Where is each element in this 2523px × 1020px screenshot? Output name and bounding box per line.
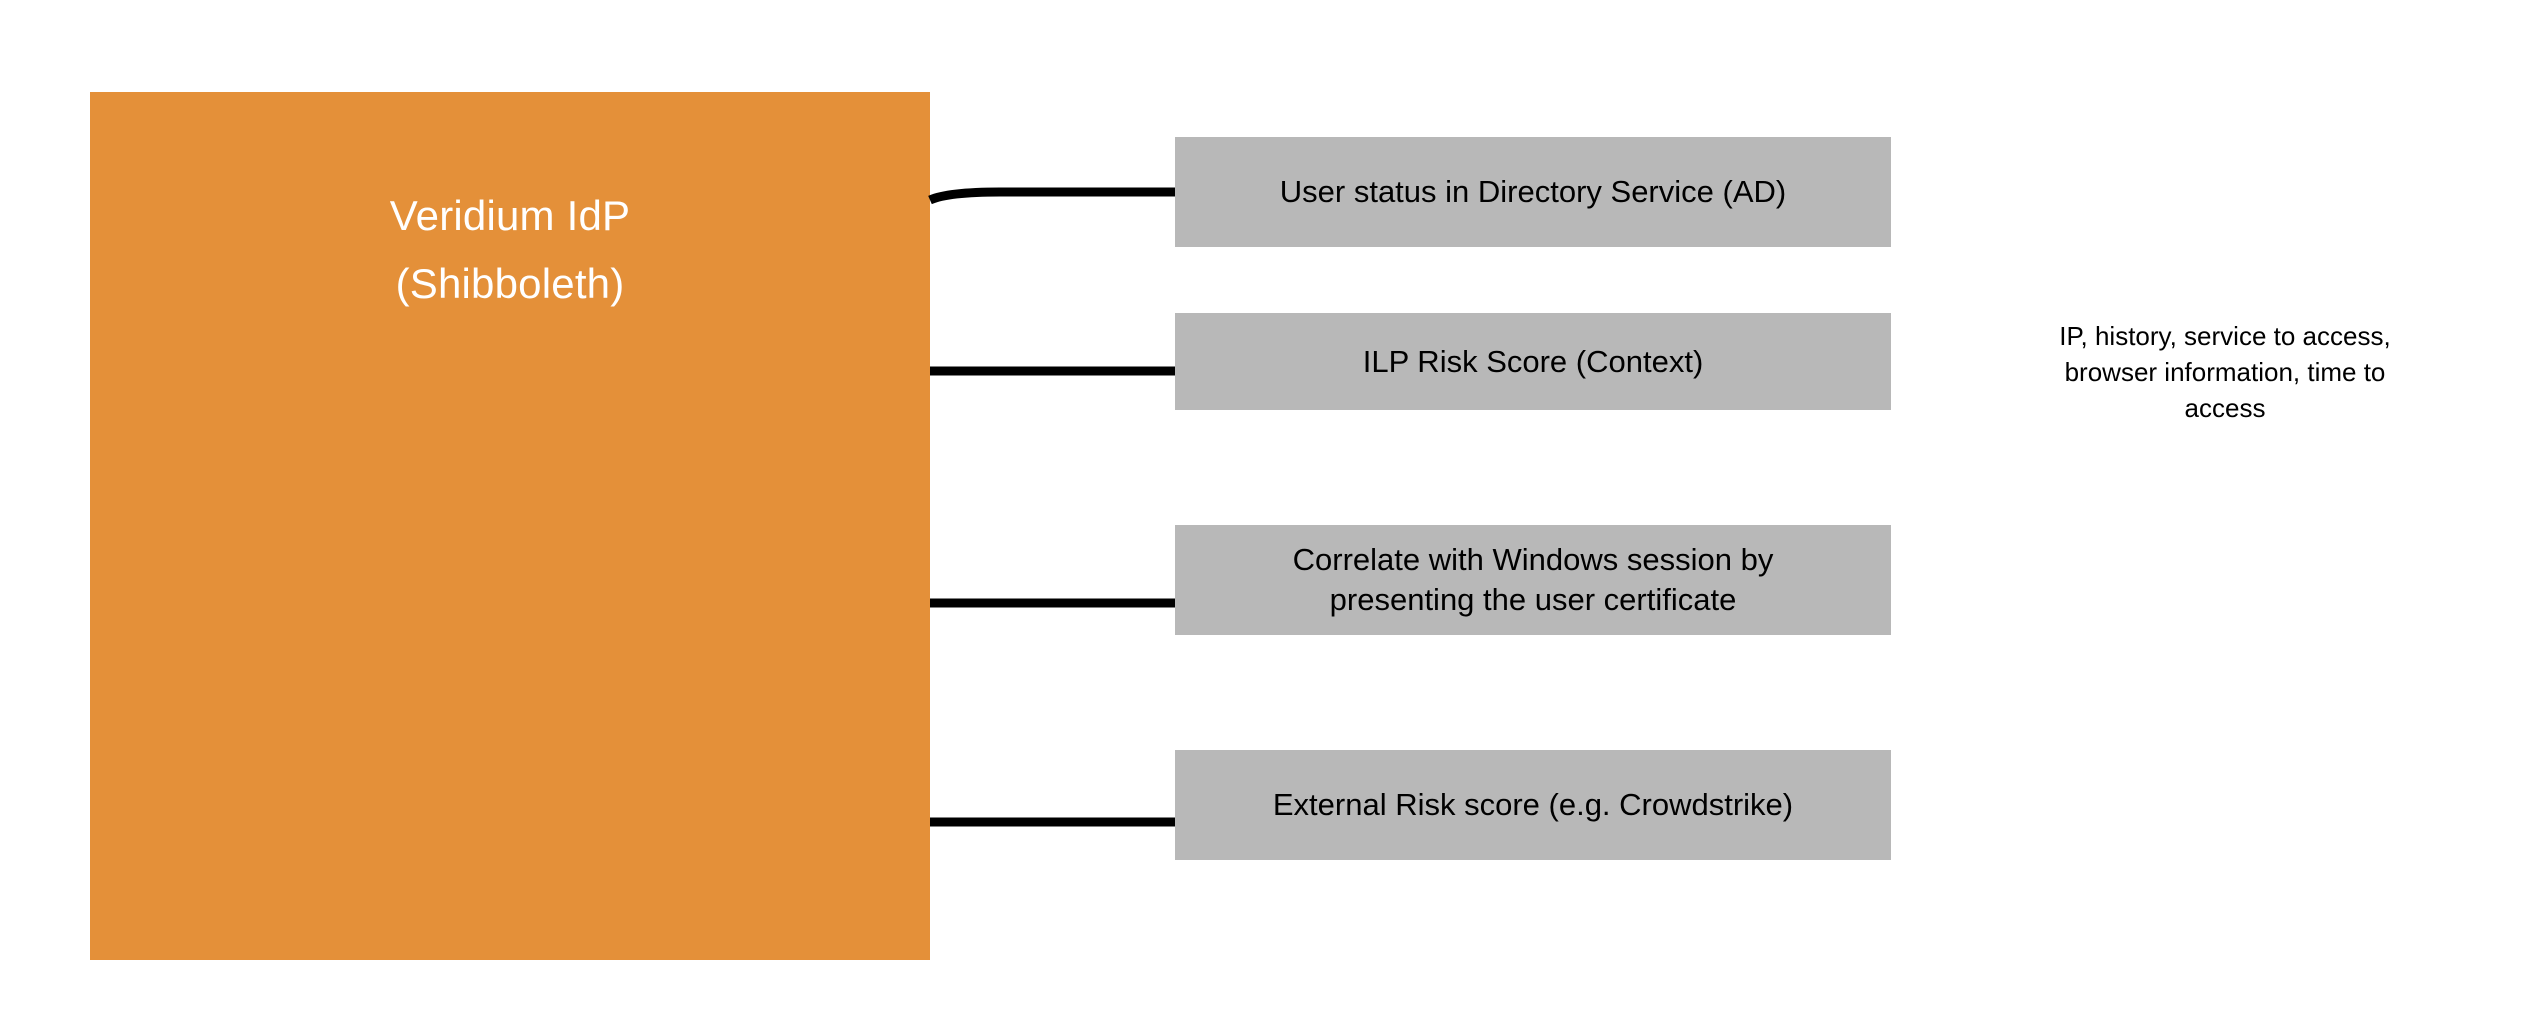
connector-line-1 bbox=[928, 187, 1178, 205]
context-annotation-text: IP, history, service to access, browser … bbox=[2059, 321, 2391, 423]
factor-node-windows-session-correlation[interactable]: Correlate with Windows session by presen… bbox=[1175, 525, 1891, 635]
factor-node-label: ILP Risk Score (Context) bbox=[1362, 343, 1704, 379]
factor-node-ilp-risk-score[interactable]: ILP Risk Score (Context) bbox=[1175, 313, 1891, 410]
factor-node-label: External Risk score (e.g. Crowdstrike) bbox=[1272, 787, 1794, 822]
factor-node-external-risk-score[interactable]: External Risk score (e.g. Crowdstrike) bbox=[1175, 750, 1891, 860]
idp-source-node[interactable]: Veridium IdP (Shibboleth) bbox=[90, 92, 930, 960]
factor-node-label: User status in Directory Service (AD) bbox=[1279, 174, 1787, 209]
factor-node-user-status[interactable]: User status in Directory Service (AD) bbox=[1175, 137, 1891, 247]
factor-node-label: Correlate with Windows session by presen… bbox=[1292, 542, 1774, 617]
idp-source-node-label: Veridium IdP (Shibboleth) bbox=[389, 192, 631, 307]
